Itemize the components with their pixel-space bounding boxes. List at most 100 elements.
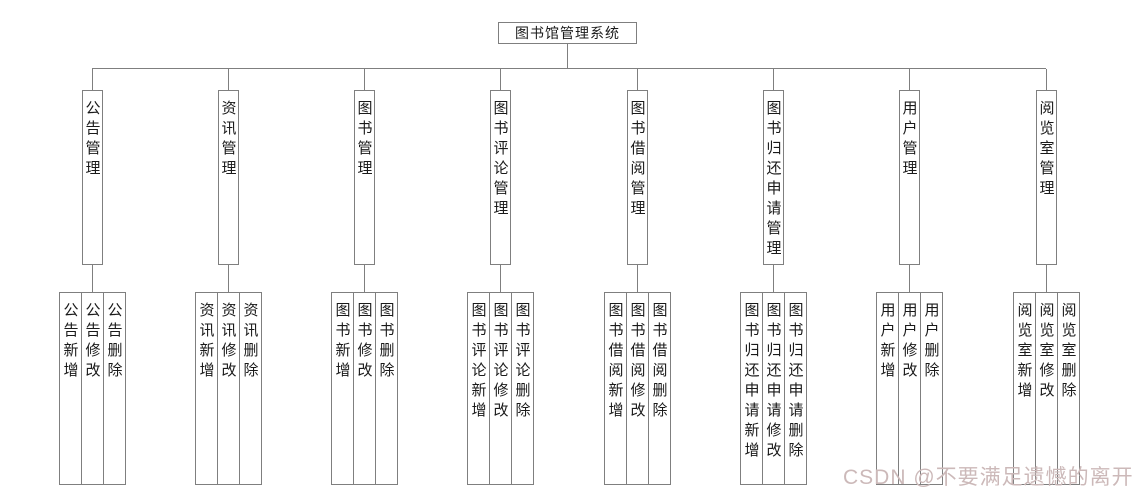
branch-book-return-request: 图书归还申请管理 图书归还申请新增 图书归还申请修改 图书归还申请删除 [728,69,818,485]
branch-node: 资讯管理 [217,90,239,265]
leaf-node-delete: 用户删除 [919,292,943,485]
branch-node: 图书管理 [353,90,375,265]
leaf-label: 图书评论删除 [513,302,531,422]
leaf-group: 图书归还申请新增 图书归还申请修改 图书归还申请删除 [739,292,807,485]
leaf-group: 图书新增 图书修改 图书删除 [330,292,398,485]
leaf-label: 资讯新增 [197,302,215,382]
leaf-label: 公告新增 [61,302,79,382]
branch-node-label: 图书归还申请管理 [764,100,782,260]
leaf-label: 图书删除 [377,302,395,382]
branch-node-label: 图书评论管理 [491,100,509,220]
leaf-label: 图书借阅删除 [650,302,668,422]
leaf-node-add: 图书归还申请新增 [739,292,763,485]
leaf-label: 用户修改 [900,302,918,382]
leaf-label: 图书借阅修改 [628,302,646,422]
branch-stub-line [499,69,501,90]
leaf-node-add: 公告新增 [58,292,82,485]
branch-leaf-connector [772,265,774,292]
leaf-label: 图书评论新增 [469,302,487,422]
leaf-node-add: 图书评论新增 [466,292,490,485]
leaf-node-delete: 图书借阅删除 [647,292,671,485]
branch-stub-line [636,69,638,90]
leaf-group: 图书评论新增 图书评论修改 图书评论删除 [466,292,534,485]
branch-book-comment: 图书评论管理 图书评论新增 图书评论修改 图书评论删除 [455,69,545,485]
leaf-node-delete: 资讯删除 [238,292,262,485]
branch-leaf-connector [499,265,501,292]
branch-node-label: 图书借阅管理 [628,100,646,220]
leaf-node-delete: 图书评论删除 [510,292,534,485]
branch-node-label: 资讯管理 [219,100,237,180]
branch-node: 图书借阅管理 [626,90,648,265]
branch-node: 图书归还申请管理 [762,90,784,265]
branch-user: 用户管理 用户新增 用户修改 用户删除 [864,69,954,485]
branch-node: 阅览室管理 [1035,90,1057,265]
leaf-group: 图书借阅新增 图书借阅修改 图书借阅删除 [603,292,671,485]
leaf-label: 图书归还申请删除 [786,302,804,462]
leaf-label: 阅览室删除 [1059,302,1077,402]
leaf-label: 图书评论修改 [491,302,509,422]
branch-announcement: 公告管理 公告新增 公告修改 公告删除 [47,69,137,485]
leaf-label: 用户新增 [878,302,896,382]
leaf-node-edit: 图书评论修改 [488,292,512,485]
leaf-node-edit: 阅览室修改 [1034,292,1058,485]
branch-book: 图书管理 图书新增 图书修改 图书删除 [319,69,409,485]
leaf-group: 资讯新增 资讯修改 资讯删除 [194,292,262,485]
root-node-label: 图书馆管理系统 [515,25,620,41]
leaf-node-delete: 图书归还申请删除 [783,292,807,485]
branch-node: 公告管理 [81,90,103,265]
root-connector-line [567,44,568,69]
branch-stub-line [1045,69,1047,90]
branch-leaf-connector [363,265,365,292]
leaf-node-delete: 公告删除 [102,292,126,485]
branch-reading-room: 阅览室管理 阅览室新增 阅览室修改 阅览室删除 [1001,69,1091,485]
branch-stub-line [772,69,774,90]
leaf-node-edit: 用户修改 [897,292,921,485]
branch-stub-line [91,69,93,90]
root-node: 图书馆管理系统 [498,22,637,44]
leaf-node-edit: 资讯修改 [216,292,240,485]
branch-node-label: 阅览室管理 [1037,100,1055,200]
branch-node-label: 图书管理 [355,100,373,180]
leaf-node-delete: 阅览室删除 [1056,292,1080,485]
leaf-node-edit: 图书借阅修改 [625,292,649,485]
branch-stub-line [363,69,365,90]
leaf-label: 阅览室新增 [1015,302,1033,402]
leaf-label: 用户删除 [922,302,940,382]
branch-news: 资讯管理 资讯新增 资讯修改 资讯删除 [183,69,273,485]
leaf-label: 图书修改 [355,302,373,382]
leaf-node-edit: 公告修改 [80,292,104,485]
leaf-label: 资讯删除 [241,302,259,382]
leaf-node-add: 用户新增 [875,292,899,485]
leaf-node-add: 图书新增 [330,292,354,485]
leaf-node-edit: 图书修改 [352,292,376,485]
leaf-group: 用户新增 用户修改 用户删除 [875,292,943,485]
branch-stub-line [908,69,910,90]
leaf-label: 阅览室修改 [1037,302,1055,402]
branch-node-label: 用户管理 [900,100,918,180]
branch-leaf-connector [908,265,910,292]
leaf-node-add: 图书借阅新增 [603,292,627,485]
branch-leaf-connector [1045,265,1047,292]
branch-stub-line [227,69,229,90]
leaf-node-add: 阅览室新增 [1012,292,1036,485]
branch-leaf-connector [227,265,229,292]
leaf-label: 图书新增 [333,302,351,382]
leaf-node-delete: 图书删除 [374,292,398,485]
branch-book-borrow: 图书借阅管理 图书借阅新增 图书借阅修改 图书借阅删除 [592,69,682,485]
horizontal-connector-line [92,68,1046,69]
branch-node: 图书评论管理 [489,90,511,265]
leaf-label: 图书归还申请新增 [742,302,760,462]
branch-leaf-connector [91,265,93,292]
branch-node-label: 公告管理 [83,100,101,180]
branch-leaf-connector [636,265,638,292]
leaf-node-edit: 图书归还申请修改 [761,292,785,485]
leaf-label: 资讯修改 [219,302,237,382]
leaf-label: 公告修改 [83,302,101,382]
leaf-label: 图书借阅新增 [606,302,624,422]
leaf-label: 公告删除 [105,302,123,382]
leaf-group: 公告新增 公告修改 公告删除 [58,292,126,485]
branch-node: 用户管理 [898,90,920,265]
leaf-node-add: 资讯新增 [194,292,218,485]
leaf-group: 阅览室新增 阅览室修改 阅览室删除 [1012,292,1080,485]
